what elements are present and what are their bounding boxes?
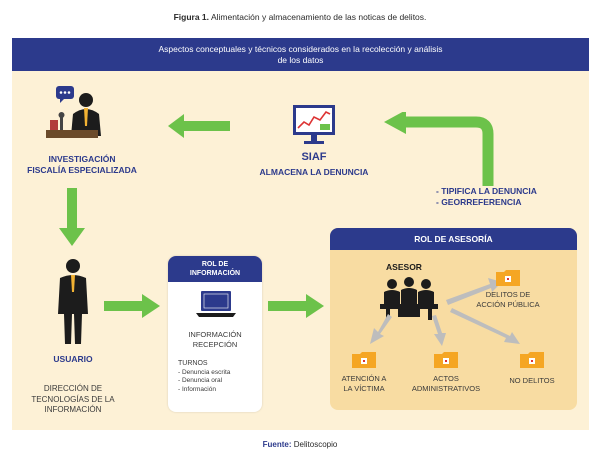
asesor-branch-arrows: [370, 278, 520, 346]
investigacion-label: INVESTIGACIÓN FISCALÍA ESPECIALIZADA: [22, 154, 142, 176]
delitos-accion-publica-label: DELITOS DE ACCIÓN PÚBLICA: [468, 290, 548, 310]
laptop-icon: [196, 291, 236, 317]
arrow-investigacion-to-usuario: [59, 188, 85, 246]
header-line-1: Aspectos conceptuales y técnicos conside…: [158, 44, 443, 54]
siaf-subtitle: ALMACENA LA DENUNCIA: [259, 167, 369, 177]
folder-icon: [434, 352, 458, 368]
folder-icon: [520, 352, 544, 368]
header-line-2: de los datos: [277, 55, 324, 65]
direccion-label: DIRECCIÓN DE TECNOLOGÍAS DE LA INFORMACI…: [18, 384, 128, 416]
actos-line-2: ADMINISTRATIVOS: [411, 384, 481, 393]
informacion-recepcion-label: INFORMACIÓN RECEPCIÓN: [168, 330, 262, 350]
actos-administrativos-label: ACTOS ADMINISTRATIVOS: [402, 374, 490, 394]
figure-source: Fuente: Delitoscopio: [0, 440, 600, 449]
rol-informacion-header: ROL DE INFORMACIÓN: [168, 256, 262, 282]
arrow-tipifica-to-siaf: [384, 112, 494, 186]
figure-caption: Alimentación y almacenamiento de las not…: [210, 12, 427, 22]
folder-icon: [496, 270, 520, 286]
arrow-siaf-to-investigacion: [168, 114, 230, 138]
direccion-line-2: TECNOLOGÍAS DE LA: [31, 394, 115, 404]
tipifica-line-1: - TIPIFICA LA DENUNCIA: [436, 186, 537, 196]
turno-item: - Información: [178, 385, 216, 393]
actos-line-1: ACTOS: [433, 374, 459, 383]
rol-informacion-head-2: INFORMACIÓN: [189, 270, 241, 277]
arrow-informacion-to-asesoria: [268, 294, 324, 318]
siaf-title: SIAF: [301, 151, 327, 163]
atencion-line-2: LA VÍCTIMA: [343, 384, 385, 393]
investigacion-line-2: FISCALÍA ESPECIALIZADA: [27, 165, 137, 175]
meeting-icon: [380, 277, 438, 320]
usuario-label: USUARIO: [53, 354, 93, 364]
figure-title: Figura 1. Alimentación y almacenamiento …: [0, 12, 600, 22]
atencion-line-1: ATENCIÓN A: [341, 374, 387, 383]
monitor-chart-icon: [293, 105, 335, 144]
turnos-list: TURNOS - Denuncia escrita - Denuncia ora…: [178, 360, 230, 394]
no-delitos-label: NO DELITOS: [509, 376, 555, 385]
diagram-header: Aspectos conceptuales y técnicos conside…: [12, 38, 589, 71]
source-value: Delitoscopio: [293, 440, 338, 449]
folder-icon: [352, 352, 376, 368]
turno-item: - Denuncia escrita: [178, 368, 231, 376]
asesor-label: ASESOR: [386, 262, 422, 272]
rol-informacion-head-1: ROL DE: [201, 261, 229, 268]
arrow-usuario-to-informacion: [104, 294, 160, 318]
source-label: Fuente:: [262, 440, 292, 449]
rol-informacion-box: [168, 256, 262, 412]
rol-asesoria-header: ROL DE ASESORÍA: [330, 228, 577, 250]
direccion-line-1: DIRECCIÓN DE: [43, 384, 103, 393]
turno-item: - Denuncia oral: [178, 377, 223, 384]
tipifica-label: - TIPIFICA LA DENUNCIA - GEORREFERENCIA: [436, 186, 572, 208]
atencion-victima-label: ATENCIÓN A LA VÍCTIMA: [328, 374, 400, 394]
direccion-line-3: INFORMACIÓN: [44, 405, 102, 414]
info-line-1: INFORMACIÓN: [188, 330, 242, 339]
rol-asesoria-box: [330, 228, 577, 410]
turnos-title: TURNOS: [178, 360, 208, 367]
tipifica-line-2: - GEORREFERENCIA: [436, 197, 522, 207]
investigacion-line-1: INVESTIGACIÓN: [48, 154, 116, 164]
delitos-line-1: DELITOS DE: [485, 290, 531, 299]
user-icon: [58, 259, 88, 344]
figure-label: Figura 1.: [173, 12, 210, 22]
investigator-icon: [46, 86, 101, 138]
info-line-2: RECEPCIÓN: [192, 340, 238, 349]
delitos-line-2: ACCIÓN PÚBLICA: [476, 300, 540, 309]
